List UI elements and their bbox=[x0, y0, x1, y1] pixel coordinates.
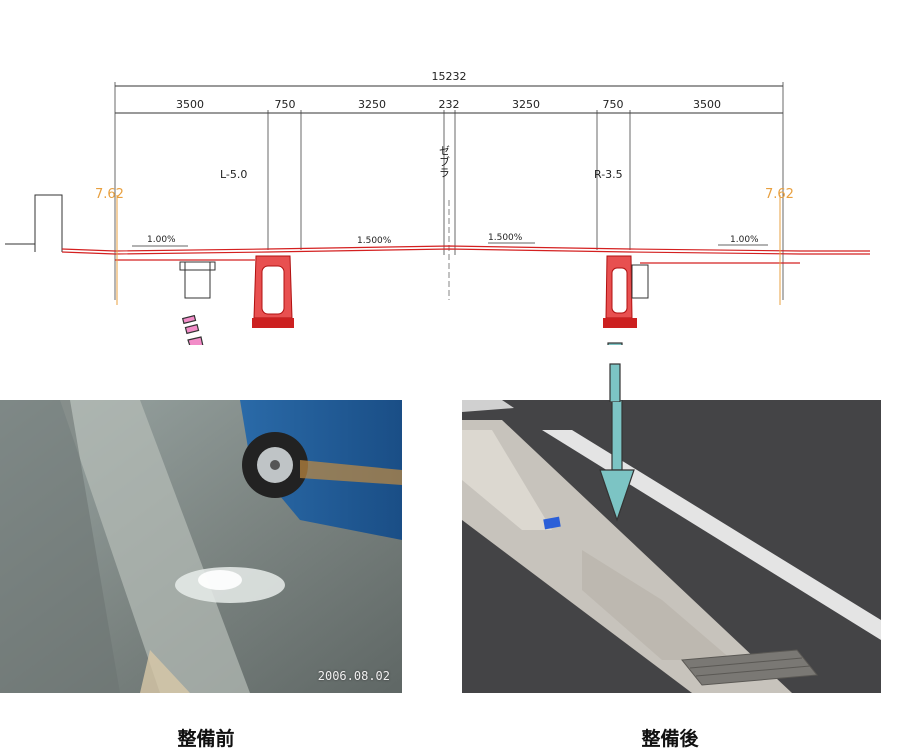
left-mark-label: L-5.0 bbox=[220, 168, 247, 181]
curb-and-grate-image bbox=[462, 400, 881, 693]
total-width-label: 15232 bbox=[432, 70, 467, 83]
teal-arrow-tip bbox=[599, 400, 635, 522]
caption-before: 整備前 bbox=[177, 728, 235, 750]
segment-label: 3500 bbox=[693, 98, 721, 111]
inlet-box bbox=[184, 261, 211, 299]
zebra-label: ゼブラ bbox=[438, 145, 451, 178]
flooded-street-image bbox=[0, 400, 402, 693]
photo-before-flooding: 2006.08.02 bbox=[0, 400, 402, 693]
road-profile bbox=[61, 245, 870, 264]
teal-arrow-shaft bbox=[609, 363, 621, 402]
road-cross-section-drawing: 15232 3500 750 3250 232 3250 750 3500 ゼブ… bbox=[5, 70, 870, 345]
slope-label-inner-left: 1.500% bbox=[357, 236, 392, 246]
building-outline bbox=[5, 194, 63, 252]
caption-after: 整備後 bbox=[641, 728, 699, 750]
teal-arrow bbox=[607, 342, 623, 345]
segment-label: 750 bbox=[275, 98, 296, 111]
date-stamp: 2006.08.02 bbox=[317, 669, 390, 683]
pink-arrow bbox=[181, 314, 204, 345]
segment-label: 3500 bbox=[176, 98, 204, 111]
left-elevation-label: 7.62 bbox=[95, 187, 124, 202]
slope-label-inner-right: 1.500% bbox=[488, 233, 523, 243]
photo-after-improved-curb bbox=[462, 400, 881, 693]
slope-label-outer-right: 1.00% bbox=[730, 235, 759, 245]
segment-label: 750 bbox=[603, 98, 624, 111]
right-elevation-label: 7.62 bbox=[765, 187, 794, 202]
curb-block-left bbox=[252, 255, 294, 328]
inlet-grate bbox=[179, 261, 216, 271]
curb-block-right bbox=[603, 255, 649, 328]
segment-label: 3250 bbox=[358, 98, 386, 111]
slope-label-outer-left: 1.00% bbox=[147, 235, 176, 245]
right-mark-label: R-3.5 bbox=[594, 168, 623, 181]
segment-label: 232 bbox=[439, 98, 460, 111]
segment-label: 3250 bbox=[512, 98, 540, 111]
